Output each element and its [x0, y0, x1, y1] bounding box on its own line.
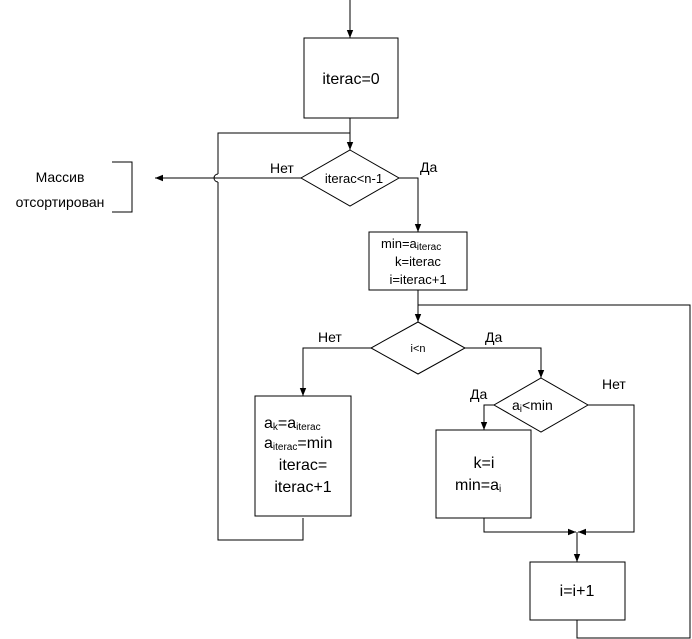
increment-text: i=i+1	[560, 583, 595, 600]
output-text-line1: Массив	[36, 169, 85, 185]
outer-loop-return-top	[217, 132, 350, 174]
swap-line2: aiterac=min	[264, 435, 332, 453]
inner-condition-text: i<n	[411, 343, 426, 355]
outer-yes-arrow	[399, 177, 422, 232]
outer-no-label: Нет	[270, 160, 294, 176]
increment-box	[529, 561, 626, 621]
output-bracket	[112, 161, 133, 213]
inner-yes-label: Да	[485, 329, 502, 345]
update-to-merge-arrow	[483, 518, 576, 536]
init-box	[303, 37, 399, 119]
inner-no-label: Нет	[318, 329, 342, 345]
min-yes-arrow	[480, 404, 494, 430]
init-text: iterac=0	[322, 71, 379, 88]
swap-box	[254, 395, 352, 517]
setup-box	[368, 231, 468, 291]
min-no-arrow	[578, 404, 635, 536]
output-text-line2: отсортирован	[16, 194, 105, 210]
inner-no-arrow	[299, 347, 371, 396]
min-condition-text: ai<min	[512, 397, 553, 415]
swap-line3: iterac=	[279, 457, 327, 474]
outer-condition-diamond	[299, 149, 401, 207]
update-box	[435, 429, 532, 519]
min-yes-label: Да	[470, 386, 487, 402]
inner-condition-diamond	[369, 321, 467, 375]
setup-line1: min=aiterac	[381, 236, 441, 253]
inner-loop-return-line	[418, 304, 691, 639]
setup-line2: k=iterac	[395, 254, 441, 269]
update-line2: min=ai	[455, 477, 501, 495]
min-no-label: Нет	[602, 376, 626, 392]
outer-loop-return-line	[217, 182, 304, 541]
swap-line1: ak=aiterac	[264, 415, 321, 433]
outer-condition-text: iterac<n-1	[325, 171, 383, 186]
min-condition-diamond	[492, 377, 590, 433]
outer-yes-label: Да	[420, 159, 437, 175]
inner-yes-arrow	[465, 347, 545, 378]
update-line1: k=i	[474, 455, 495, 472]
setup-line3: i=iterac+1	[389, 272, 446, 287]
swap-line4: iterac+1	[274, 479, 331, 496]
